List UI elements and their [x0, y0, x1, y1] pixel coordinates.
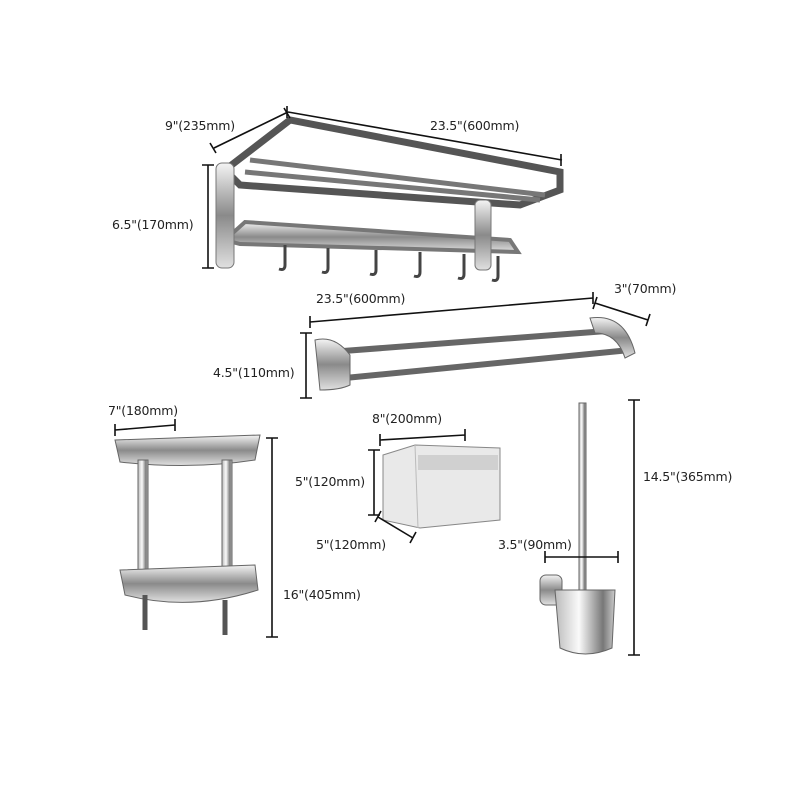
dimension-lines [114, 106, 651, 656]
shelf-width-label: 7"(180mm) [108, 403, 178, 418]
rack-height-label: 6.5"(170mm) [112, 217, 194, 232]
tissue-box [382, 444, 501, 529]
rack-depth-label: 9"(235mm) [165, 118, 235, 133]
towel-bar-width-label: 23.5"(600mm) [316, 291, 406, 306]
corner-shelf [114, 434, 261, 635]
toilet-brush-holder [539, 402, 616, 655]
double-towel-bar [314, 316, 636, 391]
shelf-height-label: 16"(405mm) [283, 587, 361, 602]
brush-height-label: 14.5"(365mm) [643, 469, 733, 484]
tissue-depth-label: 5"(120mm) [316, 537, 386, 552]
towel-bar-height-label: 4.5"(110mm) [213, 365, 295, 380]
folding-towel-rack [215, 116, 564, 282]
towel-bar-depth-label: 3"(70mm) [614, 281, 677, 296]
brush-width-label: 3.5"(90mm) [498, 537, 572, 552]
tissue-height-label: 5"(120mm) [295, 474, 365, 489]
rack-width-label: 23.5"(600mm) [430, 118, 520, 133]
tissue-width-label: 8"(200mm) [372, 411, 442, 426]
